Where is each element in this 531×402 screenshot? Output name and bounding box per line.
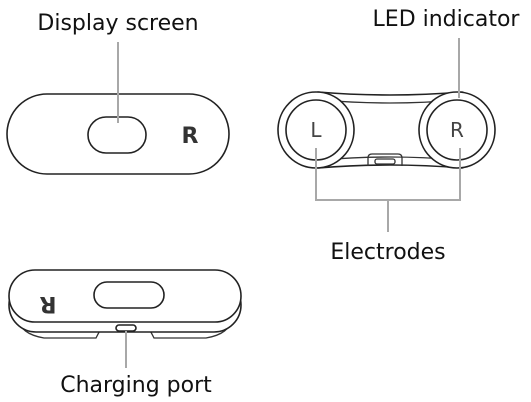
back-view: L R [277, 91, 496, 169]
right-electrode [426, 99, 488, 161]
back-center-clip [367, 153, 403, 166]
left-electrode-letter: L [310, 118, 322, 142]
bottom-display-screen [93, 281, 165, 309]
electrodes-label: Electrodes [330, 240, 445, 265]
led-indicator-label: LED indicator [373, 7, 521, 32]
back-center-slot [374, 158, 396, 165]
bottom-brand-mark: R [39, 291, 56, 316]
front-brand-mark: R [182, 124, 199, 149]
bottom-view: R [8, 269, 242, 339]
right-electrode-letter: R [450, 118, 464, 142]
display-screen-label: Display screen [37, 11, 198, 36]
charging-port [115, 324, 137, 332]
charging-port-label: Charging port [60, 373, 212, 398]
front-view: R [6, 93, 230, 175]
